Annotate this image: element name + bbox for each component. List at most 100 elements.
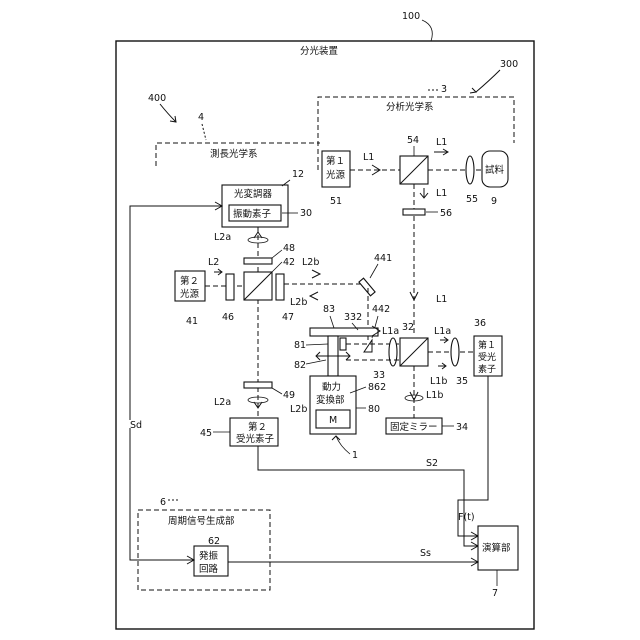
leader-83 — [330, 316, 334, 328]
detector-2-line2: 受光素子 — [236, 433, 275, 445]
ref-80-label: 80 — [368, 404, 380, 415]
ref-442-label: 442 — [372, 304, 390, 315]
detector-1-line3: 素子 — [478, 363, 496, 375]
ref-33-label: 33 — [373, 370, 385, 381]
leader-4 — [202, 124, 206, 140]
mirror-441 — [359, 278, 375, 296]
beam-l2a-label-lower: L2a — [214, 397, 231, 408]
leader-100 — [422, 20, 432, 41]
ref-45-label: 45 — [200, 428, 212, 439]
lens-55 — [466, 156, 474, 184]
mirror-442 — [364, 340, 372, 352]
ref-49-label: 49 — [283, 390, 295, 401]
signal-ss-label: Ss — [420, 548, 431, 559]
filter-48 — [244, 258, 272, 264]
ref-400-label: 400 — [148, 93, 166, 104]
arrow-l1-2 — [434, 149, 448, 155]
leader-48 — [272, 250, 282, 258]
ref-83-label: 83 — [323, 304, 335, 315]
beam-l1-label-2: L1 — [436, 137, 447, 148]
ref-862-label: 862 — [368, 382, 386, 393]
beam-l2b-label-3: L2b — [290, 404, 307, 415]
lens-35 — [451, 338, 459, 366]
fixed-mirror-label: 固定ミラー — [390, 421, 438, 433]
lens-47 — [276, 274, 284, 300]
ref-47-label: 47 — [282, 312, 294, 323]
ranging-system-label: 測長光学系 — [210, 148, 258, 160]
ref-6-label: 6 — [160, 497, 166, 508]
ref-81-label: 81 — [294, 340, 306, 351]
signal-s2-line — [258, 446, 478, 546]
compute-unit-label: 演算部 — [482, 542, 511, 554]
platform-83 — [310, 328, 378, 336]
filter-49 — [244, 382, 272, 388]
beam-l2-label: L2 — [208, 257, 219, 268]
light-source-1-line1: 第１ — [326, 155, 345, 167]
periodic-generator-label: 周期信号生成部 — [168, 515, 235, 527]
detector-1-line1: 第１ — [478, 339, 496, 351]
signal-sd-lower — [130, 428, 194, 560]
ref-35-label: 35 — [456, 376, 468, 387]
arrow-l1-down — [420, 188, 428, 198]
leader-81 — [306, 344, 328, 345]
arrow-300 — [470, 88, 476, 93]
ref-46-label: 46 — [222, 312, 234, 323]
ref-332-label: 332 — [344, 312, 362, 323]
signal-ft-label: F(t) — [458, 512, 475, 523]
ref-441-label: 441 — [374, 253, 392, 264]
beam-l1-label-4: L1 — [436, 294, 447, 305]
beam-l1-label-3: L1 — [436, 188, 447, 199]
beam-l2b-label-2: L2b — [290, 297, 307, 308]
ref-3-label: 3 — [441, 84, 447, 95]
beam-l1-label-1: L1 — [363, 152, 374, 163]
ref-56-label: 56 — [440, 208, 452, 219]
power-unit-line2: 変換部 — [316, 394, 345, 406]
ref-4-label: 4 — [198, 112, 204, 123]
ref-32-label: 32 — [402, 322, 414, 333]
lens-33 — [389, 338, 397, 366]
beam-l1a-label-1: L1a — [382, 326, 399, 337]
ref-51-label: 51 — [330, 196, 342, 207]
arrow-l2 — [214, 269, 222, 275]
modulator-label: 光変調器 — [234, 188, 273, 200]
arrow-l2b-1 — [312, 270, 320, 278]
leader-441 — [370, 264, 378, 278]
ref-7-label: 7 — [492, 588, 498, 599]
leader-82 — [306, 360, 326, 364]
leader-400 — [160, 104, 176, 122]
ref-100-label: 100 — [402, 11, 420, 22]
leader-42 — [272, 262, 282, 272]
beam-l2b-label-1: L2b — [302, 257, 319, 268]
apparatus-title: 分光装置 — [300, 45, 338, 57]
ref-55-label: 55 — [466, 194, 478, 205]
beam-l1b-label-2: L1b — [426, 390, 443, 401]
mirror-332 — [340, 338, 346, 350]
leader-49 — [272, 388, 282, 394]
ref-34-label: 34 — [456, 422, 468, 433]
arrow-1 — [332, 436, 340, 440]
ref-41-label: 41 — [186, 316, 198, 327]
light-source-2-line1: 第２ — [180, 275, 199, 287]
arrow-l1b — [438, 363, 446, 369]
beam-l1b-label-1: L1b — [430, 376, 447, 387]
vibration-element-label: 振動素子 — [233, 208, 272, 220]
sample-label: 試料 — [485, 164, 505, 176]
arrow-l1a-2 — [440, 337, 448, 343]
ref-62-label: 62 — [208, 536, 220, 547]
detector-1-line2: 受光 — [478, 351, 496, 363]
filter-56 — [403, 209, 425, 215]
oscillator-line1: 発振 — [199, 550, 219, 562]
ref-42-label: 42 — [283, 257, 295, 268]
motor-label: M — [329, 415, 337, 426]
leader-300 — [476, 70, 500, 92]
power-unit-line1: 動力 — [322, 381, 341, 393]
ref-12-label: 12 — [292, 169, 304, 180]
lens-46 — [226, 274, 234, 300]
signal-sd-label: Sd — [130, 420, 142, 431]
ref-36-label: 36 — [474, 318, 486, 329]
arrow-l2b-2 — [310, 292, 318, 300]
ref-82-label: 82 — [294, 360, 306, 371]
beam-l1a-label-2: L1a — [434, 326, 451, 337]
signal-sd-line — [130, 206, 222, 420]
light-source-1-line2: 光源 — [326, 169, 346, 181]
